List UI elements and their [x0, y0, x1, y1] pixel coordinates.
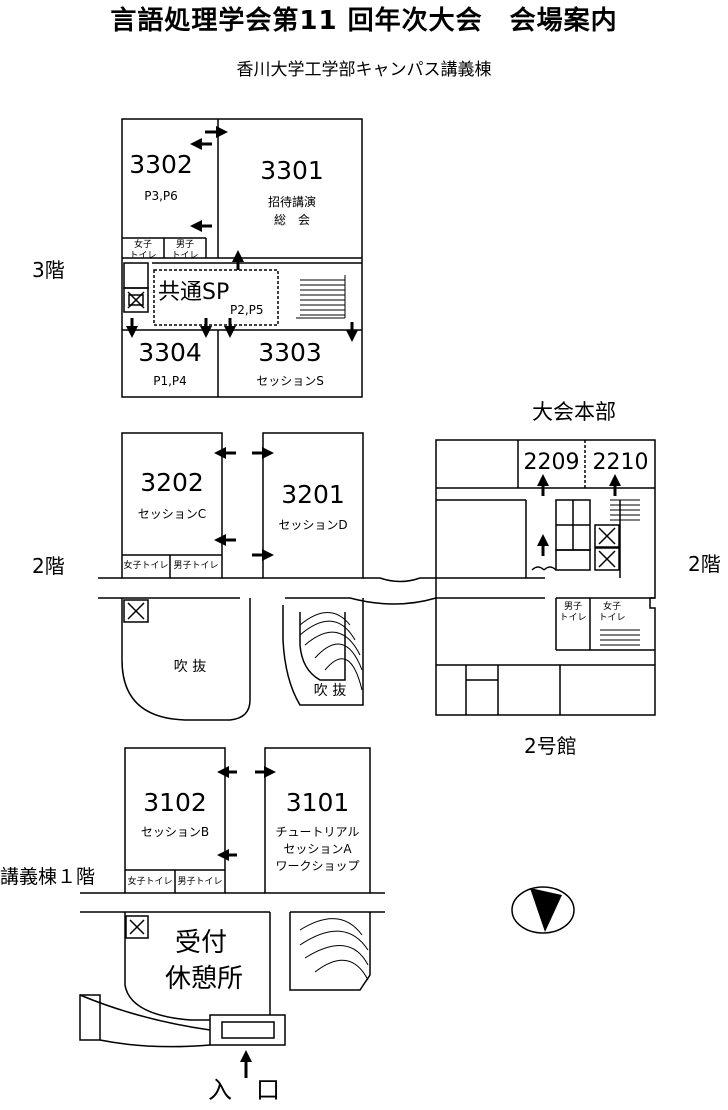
floor3-toilet-f: 女子 トイレ	[129, 240, 157, 261]
stairs-icon-b2a	[610, 499, 640, 521]
floor2-toilet-f: 女子トイレ	[123, 561, 169, 571]
room-3301-number: 3301	[260, 156, 324, 185]
room-3202-note: セッションC	[137, 507, 207, 521]
stairs-icon-b2b	[600, 629, 640, 646]
room-3301-line2: 総 会	[273, 213, 310, 227]
stairs-icon-1f	[299, 918, 369, 981]
room-2209-number: 2209	[523, 450, 580, 475]
floor2-toilet-m: 男子トイレ	[173, 561, 219, 571]
building2-plan	[435, 439, 656, 716]
room-3304-number: 3304	[138, 338, 202, 367]
atrium-2: 吹 抜	[313, 683, 347, 699]
floor2-label-left: 2階	[32, 554, 65, 578]
floor3-label: 3階	[32, 258, 65, 282]
room-3302-number: 3302	[129, 150, 193, 179]
page-subtitle: 香川大学工学部キャンパス講義棟	[236, 60, 492, 80]
elevator-icon-1f	[125, 915, 149, 939]
room-3201-note: セッションD	[278, 518, 348, 532]
room-2210-number: 2210	[592, 450, 649, 475]
room-3101-line3: ワークショップ	[275, 859, 360, 873]
room-3301-line1: 招待講演	[267, 195, 316, 209]
floor3-toilet-m: 男子 トイレ	[171, 240, 199, 261]
arrow-icons	[126, 126, 621, 1078]
entrance-label: 入 口	[208, 1076, 280, 1104]
stairs-icon-2f	[299, 612, 363, 691]
room-3102-note: セッションB	[140, 825, 210, 839]
room-3101-line2: セッションA	[283, 842, 352, 856]
room-3101-line1: チュートリアル	[275, 825, 360, 839]
page-title: 言語処理学会第11 回年次大会 会場案内	[110, 6, 618, 36]
floor1-toilet-m: 男子トイレ	[177, 877, 223, 887]
floor1-label: 講義棟１階	[0, 866, 96, 888]
hq-label: 大会本部	[532, 400, 616, 424]
floor3-plan	[121, 118, 363, 398]
room-3303-note: セッションS	[256, 374, 324, 388]
common-space-note: P2,P5	[230, 303, 264, 317]
elevator-icon-3f	[123, 287, 149, 313]
room-3303-number: 3303	[258, 338, 322, 367]
building2-toilet-f: 女子 トイレ	[598, 602, 626, 623]
atrium-1: 吹 抜	[173, 659, 207, 675]
stairs-icon-3f	[296, 275, 346, 319]
building2-toilet-m: 男子 トイレ	[559, 602, 587, 623]
room-3202-number: 3202	[140, 468, 204, 497]
floor2-label-right: 2階	[688, 552, 721, 576]
floor1-toilet-f: 女子トイレ	[127, 877, 173, 887]
room-3102-number: 3102	[143, 788, 207, 817]
door-icon	[531, 566, 557, 571]
building2-name: 2号館	[524, 734, 577, 758]
compass-icon	[511, 886, 575, 934]
reception-label: 受付	[175, 928, 228, 958]
elevator-icon-b2b	[594, 547, 620, 571]
floor2-plan	[98, 432, 437, 721]
room-3302-note: P3,P6	[144, 189, 178, 203]
room-3201-number: 3201	[281, 480, 345, 509]
floor1-plan	[79, 747, 385, 1048]
elevator-icon-b2a	[594, 524, 620, 548]
elevator-icon-2f	[123, 599, 149, 623]
lounge-label: 休憩所	[165, 964, 244, 994]
room-3304-note: P1,P4	[153, 374, 187, 388]
room-3101-number: 3101	[285, 788, 350, 817]
common-space-name: 共通SP	[158, 280, 230, 305]
